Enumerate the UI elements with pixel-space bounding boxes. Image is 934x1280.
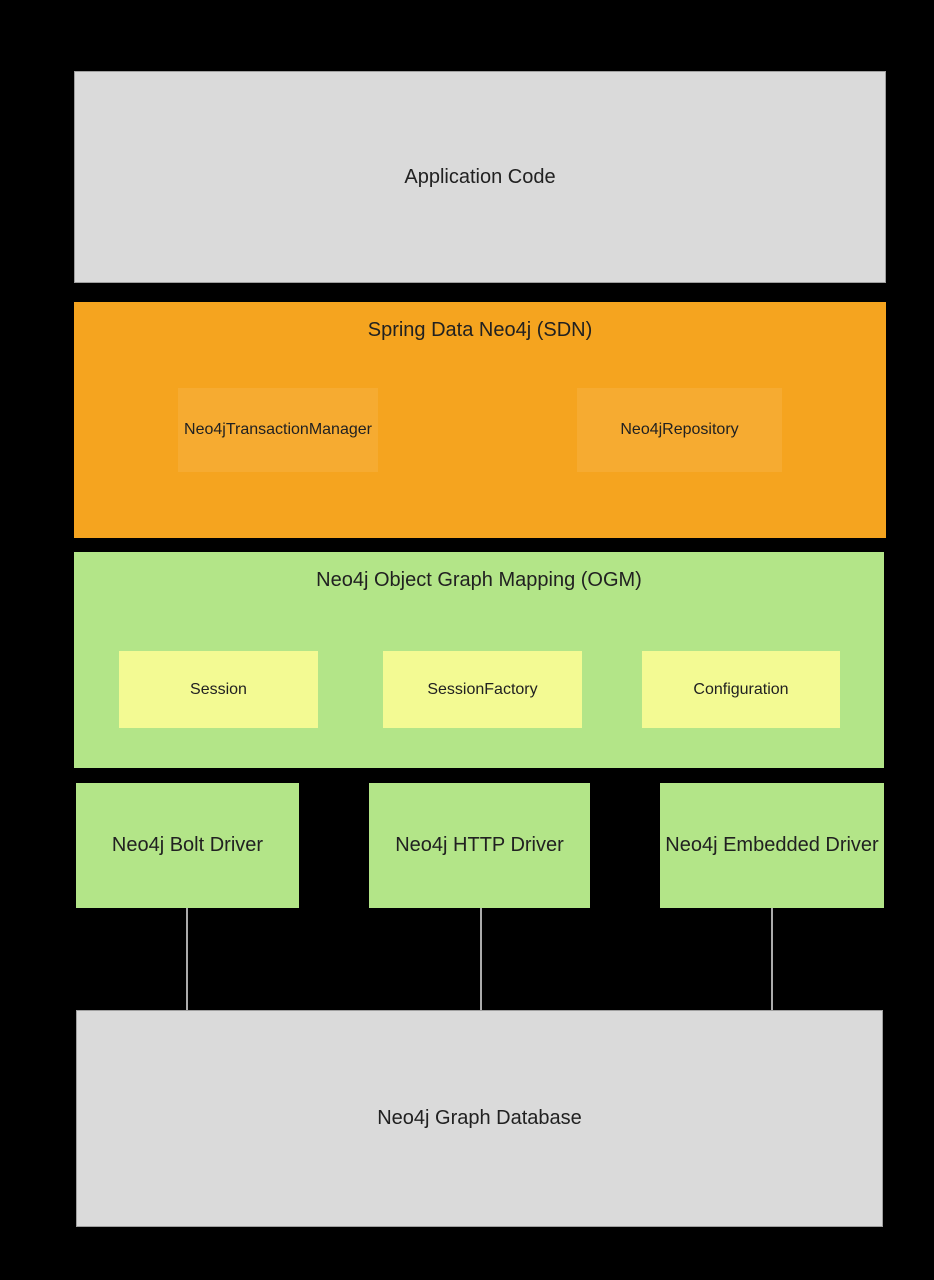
bolt-driver-connector-line: [186, 908, 188, 1010]
session-factory-box: SessionFactory: [383, 651, 582, 728]
neo4j-repository-label: Neo4jRepository: [620, 421, 739, 438]
http-driver-label: Neo4j HTTP Driver: [395, 834, 564, 856]
embedded-driver-connector-line: [771, 908, 773, 1010]
http-driver-connector-line: [480, 908, 482, 1010]
session-factory-label: SessionFactory: [427, 680, 538, 698]
sdn-layer-box: Spring Data Neo4j (SDN) Neo4jTransaction…: [74, 302, 886, 538]
neo4j-transaction-manager-box: Neo4jTransactionManager: [178, 388, 378, 472]
neo4j-repository-box: Neo4jRepository: [577, 388, 782, 472]
bolt-driver-label: Neo4j Bolt Driver: [111, 834, 264, 856]
bolt-driver-box: Neo4j Bolt Driver: [76, 783, 299, 908]
graph-database-label: Neo4j Graph Database: [377, 1107, 582, 1129]
embedded-driver-label: Neo4j Embedded Driver: [665, 834, 879, 856]
ogm-layer-box: Neo4j Object Graph Mapping (OGM) Session…: [74, 552, 884, 768]
configuration-label: Configuration: [693, 680, 789, 698]
graph-database-box: Neo4j Graph Database: [76, 1010, 883, 1227]
session-label: Session: [190, 680, 247, 698]
neo4j-transaction-manager-label: Neo4jTransactionManager: [184, 421, 372, 438]
sdn-layer-title: Spring Data Neo4j (SDN): [367, 319, 593, 341]
embedded-driver-box: Neo4j Embedded Driver: [660, 783, 884, 908]
application-code-label: Application Code: [404, 165, 556, 188]
configuration-box: Configuration: [642, 651, 840, 728]
session-box: Session: [119, 651, 318, 728]
ogm-layer-title: Neo4j Object Graph Mapping (OGM): [316, 569, 642, 591]
application-code-box: Application Code: [74, 71, 886, 283]
http-driver-box: Neo4j HTTP Driver: [369, 783, 590, 908]
